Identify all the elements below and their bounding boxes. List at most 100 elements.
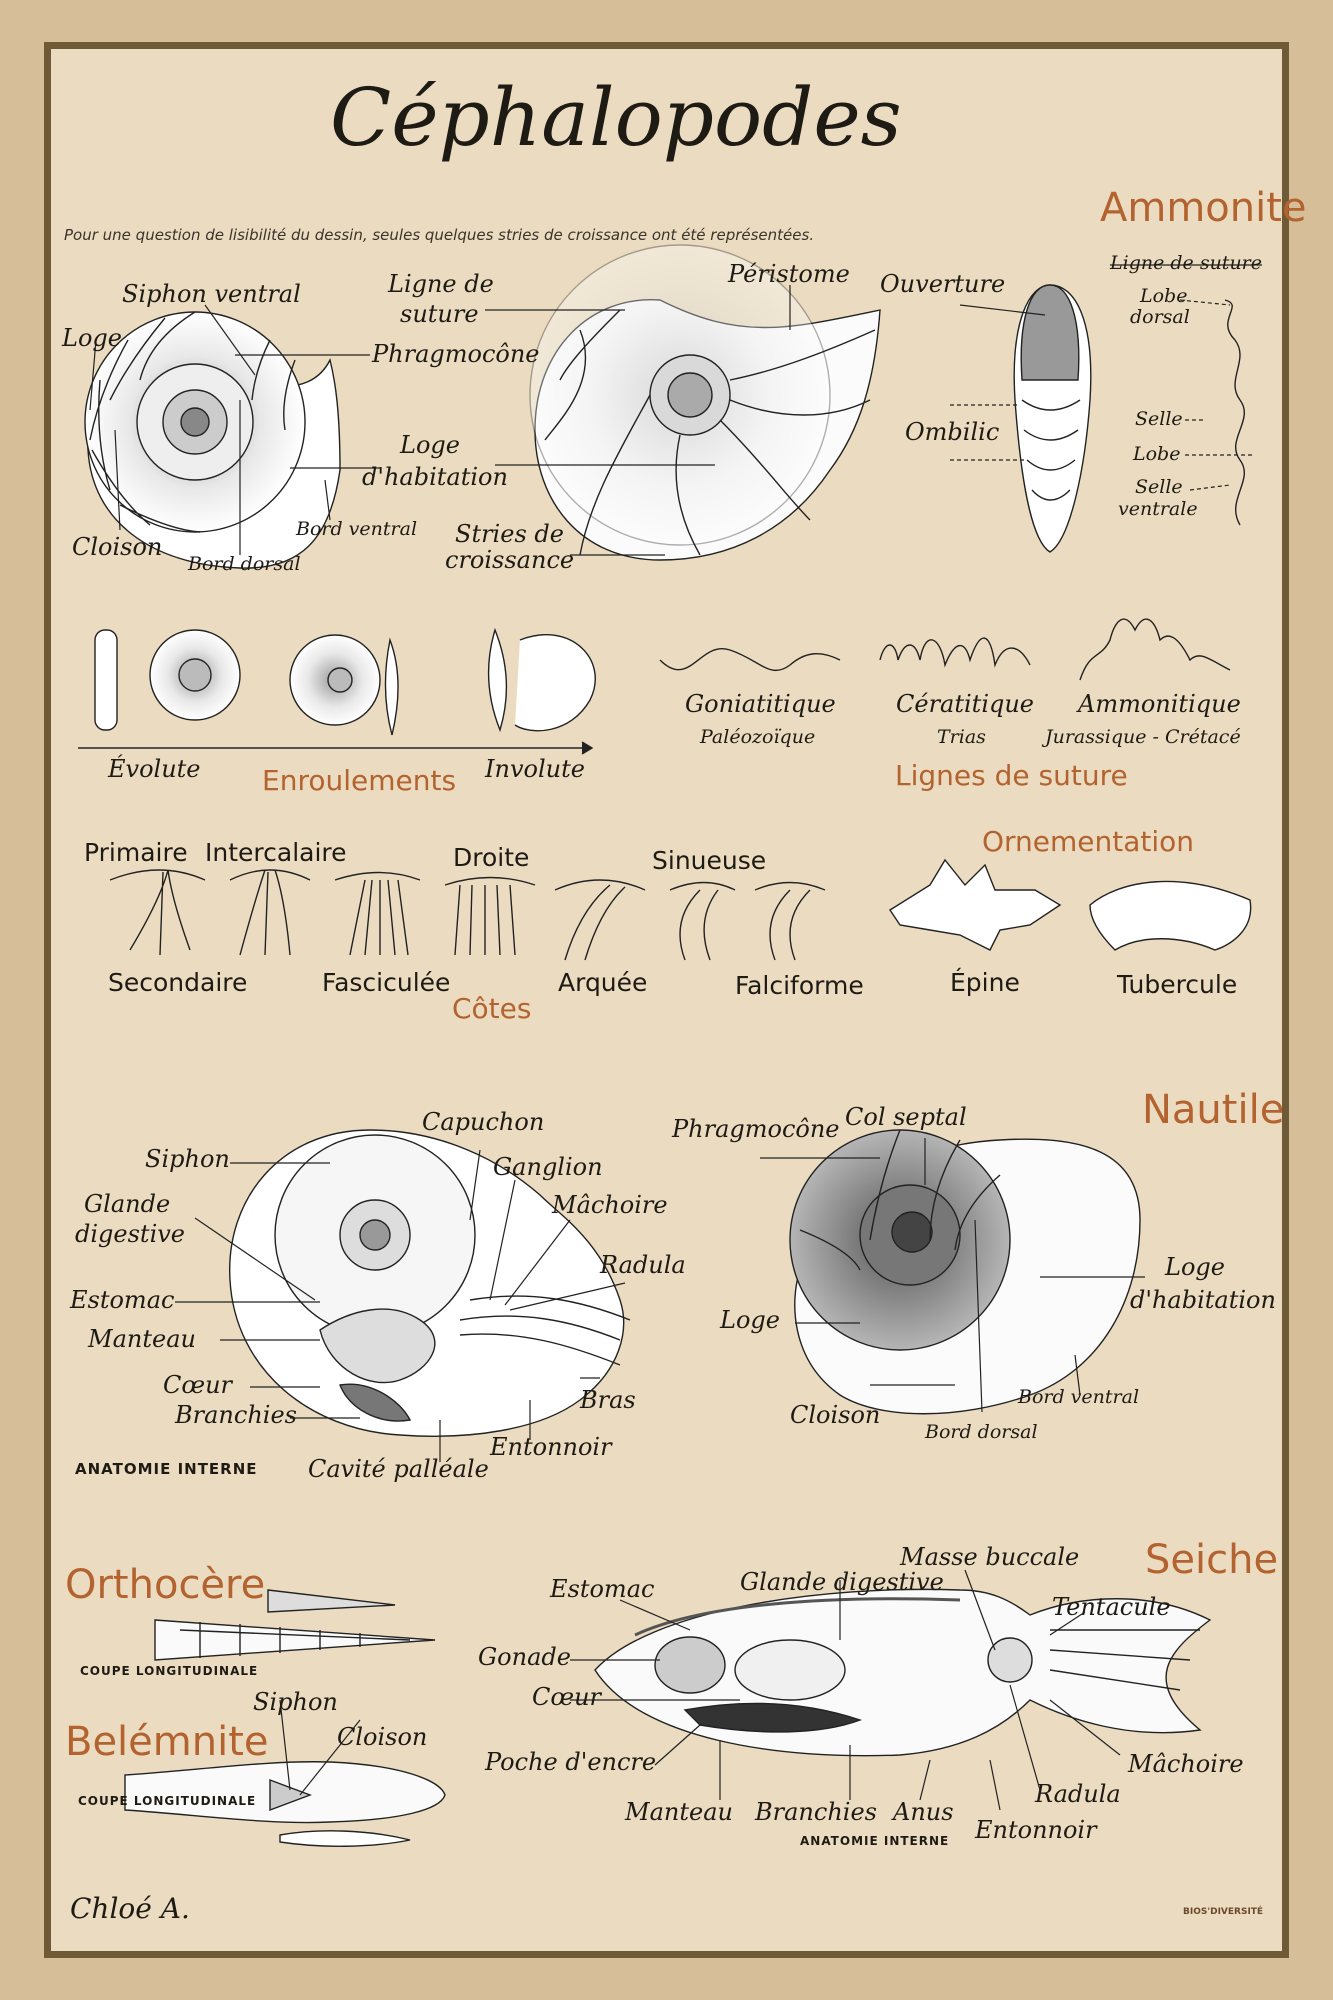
label-loge: Loge — [62, 324, 122, 352]
label-n-cavite: Cavité palléale — [308, 1455, 489, 1483]
label-n-branchies: Branchies — [175, 1401, 297, 1429]
label-lobe: Lobe — [1133, 443, 1181, 465]
ribs-diagrams — [109, 869, 826, 961]
nautilus-shell-section — [789, 1129, 1141, 1415]
label-ns-cloison: Cloison — [790, 1401, 881, 1429]
suture-type-age-2: Trias — [937, 726, 986, 748]
label-loge-habitation-2: d'habitation — [362, 463, 508, 491]
label-s-poche: Poche d'encre — [485, 1748, 657, 1776]
label-fasciculee: Fasciculée — [322, 968, 451, 997]
label-phragmocone: Phragmocône — [372, 340, 540, 368]
label-cloison: Cloison — [72, 533, 163, 561]
label-n-machoire: Mâchoire — [552, 1191, 668, 1219]
label-bord-dorsal: Bord dorsal — [188, 553, 301, 575]
label-ns-loge-habitation-1: Loge — [1165, 1253, 1225, 1281]
label-s-estomac: Estomac — [550, 1575, 655, 1603]
orthoceras-section — [154, 1589, 436, 1661]
suture-type-name-2: Cératitique — [896, 690, 1035, 718]
ammonite-shell-side — [84, 311, 341, 569]
label-intercalaire: Intercalaire — [205, 838, 347, 867]
label-s-machoire: Mâchoire — [1128, 1750, 1244, 1778]
label-ns-phragmocone: Phragmocône — [672, 1115, 840, 1143]
label-n-coeur: Cœur — [163, 1371, 233, 1399]
belemnite-section — [124, 1761, 446, 1847]
label-stries-1: Stries de — [455, 520, 564, 548]
label-falciforme: Falciforme — [735, 971, 864, 1000]
caption-orthocere: COUPE LONGITUDINALE — [80, 1664, 259, 1678]
nautilus-anatomy — [229, 1129, 631, 1437]
suture-type-name-1: Goniatitique — [685, 690, 836, 718]
label-s-glande: Glande digestive — [740, 1568, 944, 1596]
suture-goniatitique — [659, 647, 841, 672]
label-n-estomac: Estomac — [70, 1286, 175, 1314]
label-ligne-de-suture-2: suture — [400, 300, 479, 328]
label-s-entonnoir: Entonnoir — [975, 1816, 1097, 1844]
label-loge-habitation-1: Loge — [400, 431, 460, 459]
label-siphon-ventral: Siphon ventral — [122, 280, 301, 308]
spine-ornament — [889, 858, 1062, 951]
label-o-siphon: Siphon — [253, 1688, 338, 1716]
label-o-cloison: Cloison — [337, 1723, 428, 1751]
section-cotes: Côtes — [452, 992, 532, 1025]
label-n-siphon: Siphon — [145, 1145, 230, 1173]
label-stries-2: croissance — [445, 546, 575, 574]
drawing-note: Pour une question de lisibilité du dessi… — [64, 226, 815, 244]
label-s-coeur: Cœur — [532, 1683, 602, 1711]
section-lignes-suture: Lignes de suture — [895, 759, 1128, 792]
label-ouverture: Ouverture — [880, 270, 1006, 298]
label-selle: Selle — [1135, 408, 1183, 430]
page-title: Céphalopodes — [330, 71, 902, 164]
caption-nautile-anatomy: ANATOMIE INTERNE — [75, 1460, 258, 1478]
label-s-tentacule: Tentacule — [1052, 1593, 1171, 1621]
label-evolute: Évolute — [108, 755, 201, 783]
label-ns-loge: Loge — [720, 1306, 780, 1334]
artist-signature: Chloé A. — [70, 1892, 190, 1925]
label-selle-ventrale-2: ventrale — [1118, 498, 1198, 520]
leader-lines — [89, 264, 1262, 1811]
ammonite-shell-large — [529, 244, 881, 561]
label-n-ganglion: Ganglion — [493, 1153, 603, 1181]
label-ns-bord-ventral: Bord ventral — [1018, 1386, 1140, 1408]
label-ns-loge-habitation-2: d'habitation — [1130, 1286, 1276, 1314]
suture-ammonitique — [1079, 618, 1231, 681]
suture-type-age-1: Paléozoïque — [700, 726, 816, 748]
section-ornementation: Ornementation — [982, 825, 1195, 858]
ammonite-front-view — [1013, 284, 1092, 553]
label-ns-bord-dorsal: Bord dorsal — [925, 1421, 1038, 1443]
section-nautile: Nautile — [1142, 1087, 1285, 1133]
label-ligne-de-suture-1: Ligne de — [388, 270, 494, 298]
label-bord-ventral: Bord ventral — [296, 518, 418, 540]
label-arquee: Arquée — [558, 968, 648, 997]
label-primaire: Primaire — [84, 838, 188, 867]
label-n-glande-2: digestive — [75, 1220, 186, 1248]
label-secondaire: Secondaire — [108, 968, 248, 997]
caption-seiche-anatomy: ANATOMIE INTERNE — [800, 1834, 950, 1848]
section-enroulements: Enroulements — [262, 764, 457, 797]
section-seiche: Seiche — [1145, 1537, 1279, 1583]
label-n-bras: Bras — [580, 1386, 636, 1414]
label-n-entonnoir: Entonnoir — [490, 1433, 612, 1461]
label-s-gonade: Gonade — [478, 1643, 571, 1671]
label-tubercule: Tubercule — [1117, 970, 1238, 999]
brand-logo: BIOS'DIVERSITÉ — [1183, 1907, 1264, 1917]
label-s-radula: Radula — [1035, 1780, 1121, 1808]
label-lobe-dorsal-1: Lobe — [1140, 285, 1188, 307]
label-s-masse: Masse buccale — [900, 1543, 1080, 1571]
caption-belemnite: COUPE LONGITUDINALE — [78, 1794, 257, 1808]
label-selle-ventrale-1: Selle — [1135, 476, 1183, 498]
label-sinueuse: Sinueuse — [652, 846, 767, 875]
section-orthocere: Orthocère — [65, 1562, 266, 1608]
label-s-manteau: Manteau — [625, 1798, 733, 1826]
label-involute: Involute — [485, 755, 585, 783]
label-n-radula: Radula — [600, 1251, 686, 1279]
section-ammonite: Ammonite — [1100, 185, 1307, 231]
label-ns-col-septal: Col septal — [845, 1103, 967, 1131]
label-epine: Épine — [950, 968, 1020, 997]
suture-ceratitique — [879, 637, 1031, 668]
suture-type-age-3: Jurassique - Crétacé — [1045, 726, 1241, 748]
label-s-anus: Anus — [893, 1798, 954, 1826]
tubercle-ornament — [1089, 880, 1252, 951]
label-ombilic: Ombilic — [905, 418, 1000, 446]
label-n-capuchon: Capuchon — [422, 1108, 545, 1136]
